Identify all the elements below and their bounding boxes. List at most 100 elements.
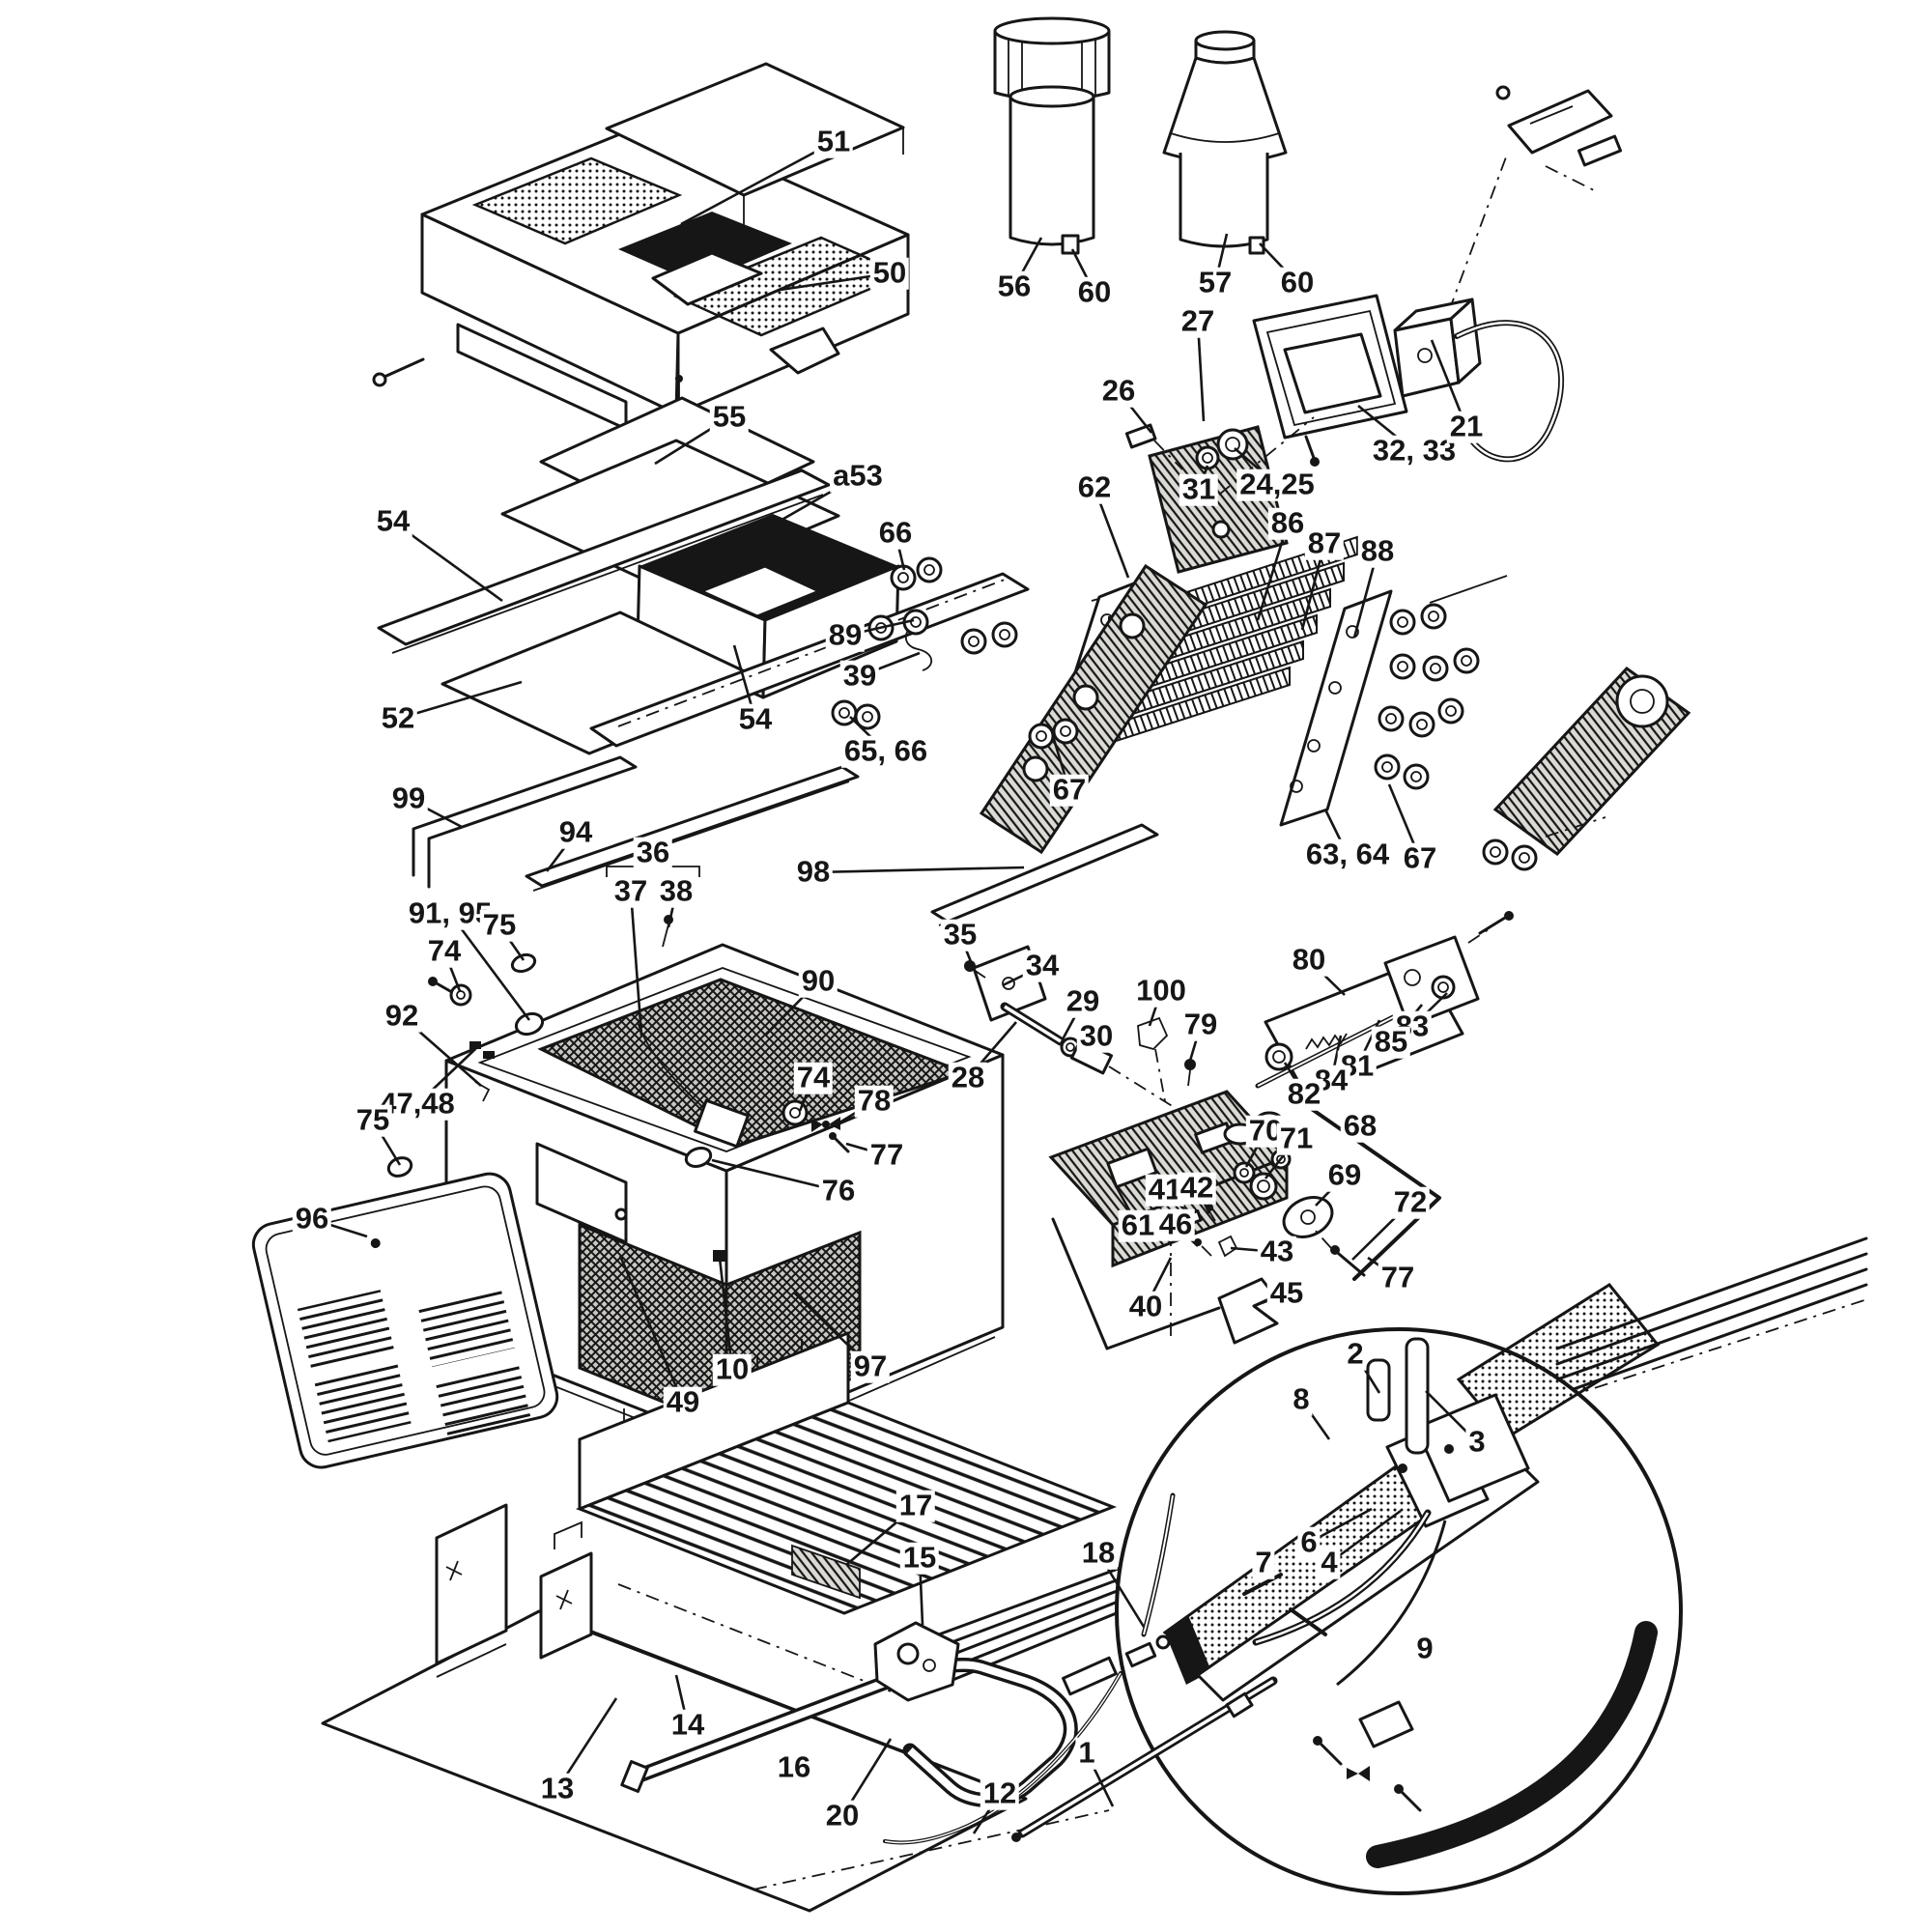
part-label-80: 80 xyxy=(1289,944,1329,977)
part-label-89: 89 xyxy=(825,619,866,652)
part-label-62: 62 xyxy=(1074,471,1115,504)
part-label-49: 49 xyxy=(663,1386,703,1419)
part-label-55: 55 xyxy=(709,401,750,434)
part-label-71: 71 xyxy=(1276,1122,1317,1155)
part-label-91-95: 91, 95 xyxy=(405,897,496,930)
part-label-42: 42 xyxy=(1177,1172,1217,1205)
part-label-77: 77 xyxy=(1378,1262,1418,1294)
part-label-100: 100 xyxy=(1133,975,1189,1008)
part-label-54: 54 xyxy=(373,505,413,538)
part-label-85: 85 xyxy=(1371,1026,1411,1059)
part-label-94: 94 xyxy=(555,816,596,849)
part-label-20: 20 xyxy=(822,1800,863,1833)
part-label-40: 40 xyxy=(1125,1291,1166,1323)
leader-line-86 xyxy=(1256,523,1290,621)
part-label-26: 26 xyxy=(1098,375,1139,408)
vent-pipe-cone xyxy=(1162,30,1288,255)
part-label-57: 57 xyxy=(1195,267,1236,299)
part-label-60: 60 xyxy=(1277,267,1318,299)
part-label-97: 97 xyxy=(850,1350,891,1383)
part-label-35: 35 xyxy=(940,919,980,952)
part-label-45: 45 xyxy=(1266,1277,1307,1310)
leader-line-49 xyxy=(618,1255,685,1404)
part-label-29: 29 xyxy=(1063,985,1103,1018)
part-label-75: 75 xyxy=(479,909,520,942)
part-label-61: 61 xyxy=(1118,1209,1158,1242)
part-label-15: 15 xyxy=(899,1542,940,1575)
leader-line-37 xyxy=(629,891,643,1037)
part-label-76: 76 xyxy=(818,1175,859,1208)
leader-line-52 xyxy=(397,680,523,721)
part-label-67: 67 xyxy=(1400,842,1440,875)
leader-line-51 xyxy=(680,140,835,226)
part-label-6: 6 xyxy=(1297,1526,1321,1559)
part-label-63-64: 63, 64 xyxy=(1302,838,1393,871)
part-label-60: 60 xyxy=(1074,276,1115,309)
leader-line-76 xyxy=(711,1158,839,1193)
part-label-17: 17 xyxy=(895,1490,936,1522)
part-label-7: 7 xyxy=(1252,1547,1275,1579)
part-label-96: 96 xyxy=(292,1203,332,1236)
part-label-12: 12 xyxy=(980,1777,1020,1810)
part-label-65-66: 65, 66 xyxy=(840,735,931,768)
part-label-10: 10 xyxy=(712,1353,753,1386)
part-label-90: 90 xyxy=(798,965,838,998)
part-label-27: 27 xyxy=(1178,305,1218,338)
part-label-54: 54 xyxy=(735,703,776,736)
leader-line-27 xyxy=(1196,321,1206,422)
part-label-99: 99 xyxy=(388,782,429,815)
part-label-18: 18 xyxy=(1078,1537,1119,1570)
leader-line-91-95 xyxy=(448,913,531,1021)
part-label-66: 66 xyxy=(875,517,916,550)
part-label-4: 4 xyxy=(1318,1547,1341,1579)
part-label-43: 43 xyxy=(1257,1236,1297,1268)
part-label-92: 92 xyxy=(382,1000,422,1033)
part-label-78: 78 xyxy=(854,1085,895,1118)
part-label-74: 74 xyxy=(793,1062,834,1094)
heat-exchanger xyxy=(831,535,1691,871)
part-label-72: 72 xyxy=(1390,1186,1431,1219)
vent-pipe-straight xyxy=(993,16,1111,255)
part-label-79: 79 xyxy=(1180,1009,1221,1041)
part-label-98: 98 xyxy=(793,856,834,889)
part-label-52: 52 xyxy=(378,702,418,735)
part-label-86: 86 xyxy=(1267,507,1308,540)
part-label-75: 75 xyxy=(353,1104,393,1137)
part-label-88: 88 xyxy=(1357,535,1398,568)
part-label-82: 82 xyxy=(1284,1078,1324,1111)
leader-line-10 xyxy=(718,1257,734,1371)
part-label-46: 46 xyxy=(1155,1208,1196,1241)
part-label-21: 21 xyxy=(1446,411,1487,443)
part-label-56: 56 xyxy=(994,270,1035,303)
part-label-50: 50 xyxy=(869,257,910,290)
part-label-37: 37 xyxy=(611,875,651,908)
part-label-30: 30 xyxy=(1076,1020,1117,1053)
part-label-3: 3 xyxy=(1465,1426,1489,1459)
part-label-28: 28 xyxy=(948,1062,988,1094)
part-label-16: 16 xyxy=(774,1751,814,1784)
part-label-84: 84 xyxy=(1311,1065,1351,1097)
part-label-77: 77 xyxy=(867,1139,907,1172)
part-label-2: 2 xyxy=(1344,1338,1367,1371)
part-label-39: 39 xyxy=(839,660,880,693)
part-label-68: 68 xyxy=(1340,1110,1380,1143)
leader-line-98 xyxy=(812,866,1025,874)
part-label-9: 9 xyxy=(1413,1633,1436,1665)
detail-circle xyxy=(1115,1283,1683,1895)
leader-line-4 xyxy=(1328,1509,1402,1565)
part-label-a53: a53 xyxy=(830,460,886,493)
part-label-36: 36 xyxy=(633,837,673,869)
part-label-1: 1 xyxy=(1075,1737,1098,1770)
part-label-8: 8 xyxy=(1290,1383,1313,1416)
part-label-31: 31 xyxy=(1179,473,1219,506)
part-label-14: 14 xyxy=(668,1709,708,1742)
part-label-24-25: 24,25 xyxy=(1236,469,1318,501)
part-label-51: 51 xyxy=(813,126,854,158)
part-label-67: 67 xyxy=(1049,774,1090,807)
part-label-38: 38 xyxy=(656,875,696,908)
part-label-13: 13 xyxy=(537,1773,578,1805)
part-label-74: 74 xyxy=(424,935,465,968)
part-label-34: 34 xyxy=(1022,950,1063,982)
